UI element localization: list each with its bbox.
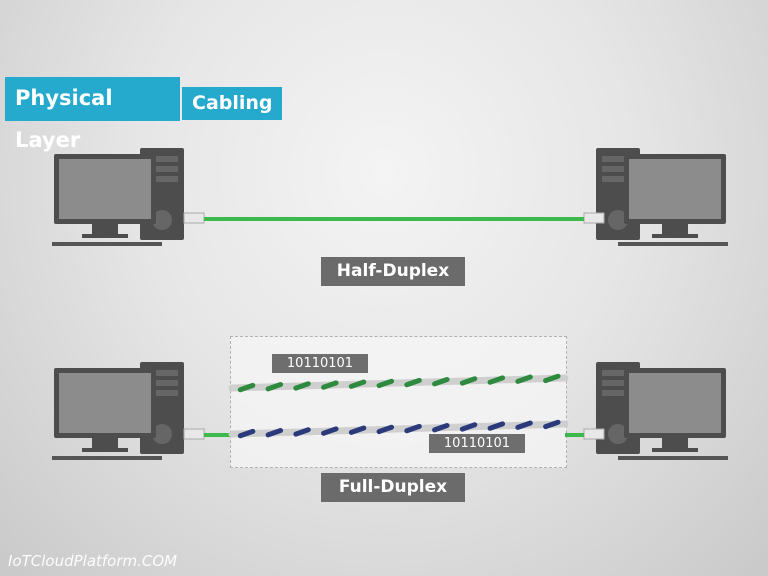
wire-stripe [515, 420, 533, 430]
half-duplex-label: Half-Duplex [321, 257, 465, 286]
wire-stripe [265, 428, 284, 438]
twisted-wire-lower [228, 419, 569, 439]
wire-stripe [348, 379, 367, 389]
computer-top-right [596, 148, 728, 246]
bits-label-lower: 10110101 [429, 434, 525, 453]
title-physical-layer: Physical Layer [5, 77, 180, 152]
wire-stripe [321, 380, 339, 390]
wire-stripe [265, 382, 284, 392]
wire-stripe [543, 373, 561, 384]
subtitle-cabling: Cabling [182, 87, 282, 120]
wire-stripe [432, 423, 450, 433]
wire-stripe [293, 381, 311, 391]
wire-base [228, 374, 569, 392]
wire-stripe [404, 423, 422, 434]
connector-bottom-left [183, 428, 205, 440]
wire-stripe [487, 375, 506, 385]
wire-stripe [487, 421, 506, 431]
wire-stripe [543, 419, 561, 430]
connector-top-left [183, 212, 205, 224]
wire-stripe [459, 376, 478, 386]
computer-bottom-left [52, 362, 184, 460]
full-duplex-label: Full-Duplex [321, 473, 465, 502]
wire-stripe [376, 378, 395, 389]
wire-base [228, 420, 569, 438]
connector-bottom-right [583, 428, 605, 440]
wire-stripe [237, 382, 256, 393]
wire-stripe [348, 425, 367, 435]
wire-stripe [515, 374, 533, 384]
wire-stripe [237, 428, 256, 439]
connector-top-right [583, 212, 605, 224]
wire-stripe [432, 377, 450, 387]
twisted-wire-upper [228, 373, 569, 393]
bits-label-upper: 10110101 [272, 354, 368, 373]
computer-top-left [52, 148, 184, 246]
wire-stripe [404, 377, 422, 388]
watermark: IoTCloudPlatform.COM [8, 552, 178, 570]
wire-stripe [376, 424, 395, 435]
wire-stripe [459, 422, 478, 432]
wire-stripe [293, 427, 311, 437]
wire-stripe [321, 426, 339, 436]
computer-bottom-right [596, 362, 728, 460]
